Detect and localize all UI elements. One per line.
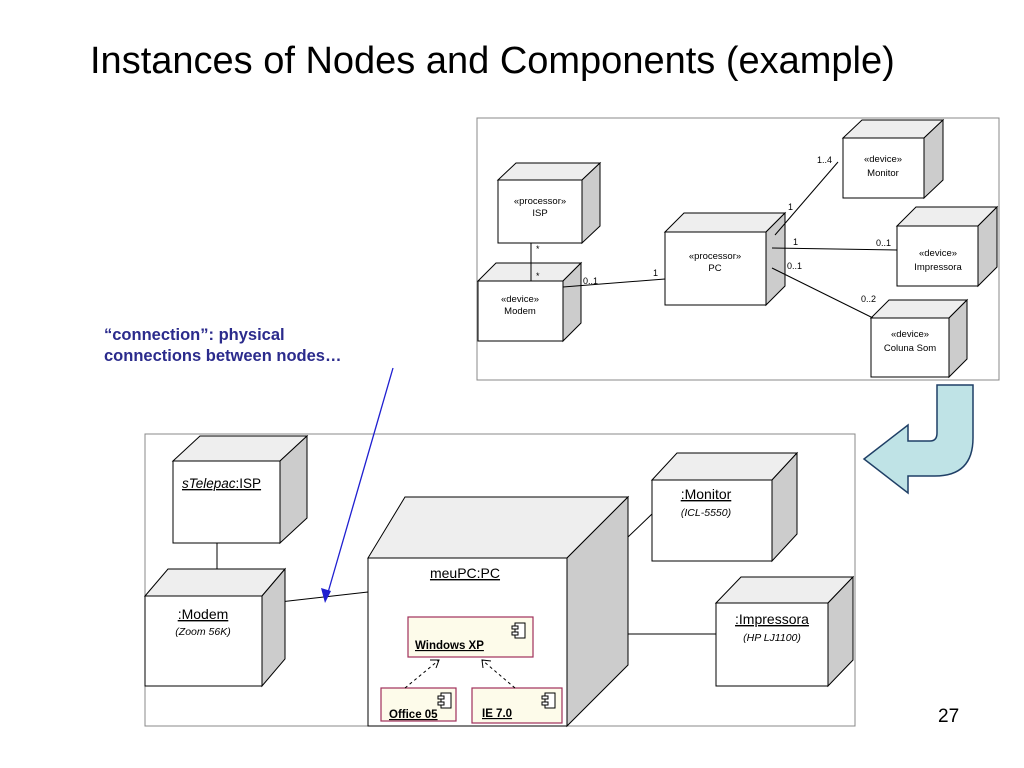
node-modem[interactable]: «device» Modem: [476, 261, 583, 343]
mult-isp-modem-bottom: *: [536, 271, 540, 281]
node-pc-name: PC: [708, 263, 721, 274]
instance-impressora[interactable]: :Impressora (HP LJ1100): [714, 575, 855, 688]
component-icon: [511, 622, 526, 639]
slide-title: Instances of Nodes and Components (examp…: [90, 40, 895, 82]
node-impressora-name: Impressora: [914, 262, 962, 273]
component-ie[interactable]: IE 7.0: [471, 687, 563, 724]
node-coluna-som-name: Coluna Som: [884, 343, 936, 354]
component-icon: [437, 692, 452, 709]
component-windows-label: Windows XP: [415, 640, 484, 652]
node-monitor-name: Monitor: [867, 168, 899, 179]
instance-telepac-name: sTelepac:ISP: [182, 476, 261, 491]
page-number: 27: [938, 706, 960, 727]
mult-pc-monitor-near-monitor: 1..4: [817, 155, 832, 165]
node-impressora[interactable]: «device» Impressora: [895, 205, 999, 288]
mult-pc-coluna-near-pc: 0..1: [787, 261, 802, 271]
component-office-label: Office 05: [389, 709, 438, 721]
instance-pc-name: meuPC:PC: [430, 565, 500, 581]
mult-pc-monitor-near-pc: 1: [788, 202, 793, 212]
node-modem-stereotype: «device»: [501, 294, 539, 305]
instance-monitor[interactable]: :Monitor (ICL-5550): [650, 451, 799, 563]
component-windows-xp[interactable]: Windows XP: [407, 616, 534, 658]
component-icon: [541, 692, 556, 709]
transition-arrow-icon: [862, 384, 974, 495]
node-impressora-stereotype: «device»: [919, 248, 957, 259]
node-isp-stereotype: «processor»: [514, 196, 566, 207]
node-monitor[interactable]: «device» Monitor: [841, 118, 945, 200]
instance-impressora-name: :Impressora: [735, 611, 809, 627]
node-coluna-som[interactable]: «device» Coluna Som: [869, 298, 969, 379]
node-coluna-som-stereotype: «device»: [891, 329, 929, 340]
mult-pc-impressora-near-pc: 1: [793, 237, 798, 247]
annotation-arrow: [321, 367, 394, 603]
component-office[interactable]: Office 05: [380, 687, 457, 722]
node-pc-stereotype: «processor»: [689, 251, 741, 262]
instance-modem[interactable]: :Modem (Zoom 56K): [143, 567, 287, 688]
mult-modem-pc-near-pc: 1: [653, 268, 658, 278]
node-isp[interactable]: «processor» ISP: [496, 161, 602, 245]
instance-modem-detail: (Zoom 56K): [175, 626, 230, 638]
node-pc[interactable]: «processor» PC: [663, 211, 787, 307]
instance-telepac[interactable]: sTelepac:ISP: [171, 434, 309, 545]
mult-modem-pc-near-modem: 0..1: [583, 276, 598, 286]
instance-monitor-name: :Monitor: [681, 486, 732, 502]
node-modem-name: Modem: [504, 306, 536, 317]
mult-pc-coluna-near-coluna: 0..2: [861, 294, 876, 304]
instance-modem-name: :Modem: [178, 606, 229, 622]
instance-monitor-detail: (ICL-5550): [681, 507, 731, 519]
node-isp-name: ISP: [532, 208, 547, 219]
instance-impressora-detail: (HP LJ1100): [743, 632, 801, 644]
mult-isp-modem-top: *: [536, 244, 540, 254]
node-monitor-stereotype: «device»: [864, 154, 902, 165]
connection-annotation: “connection”: physical connections betwe…: [104, 325, 341, 367]
component-ie-label: IE 7.0: [482, 708, 512, 720]
annotation-line-1: “connection”: physical: [104, 326, 285, 344]
class-associations: [530, 161, 898, 319]
dependency-arrows: [404, 659, 516, 689]
annotation-line-2: connections between nodes…: [104, 347, 342, 365]
mult-pc-impressora-near-impressora: 0..1: [876, 238, 891, 248]
